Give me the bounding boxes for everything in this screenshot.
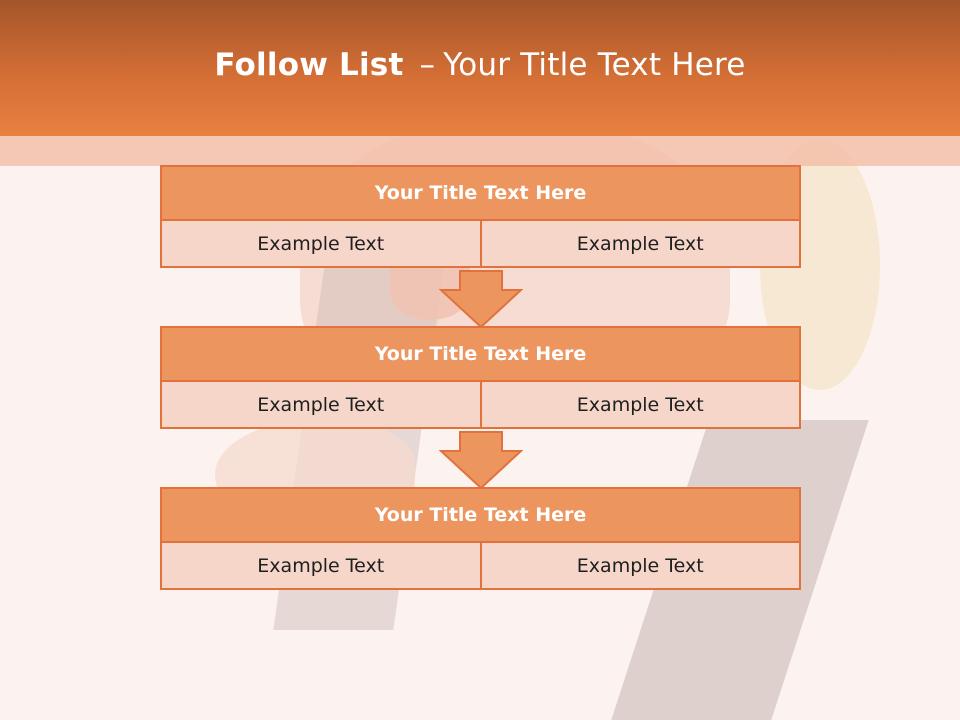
block-cell-left: Example Text [160,541,482,590]
list-block-3: Your Title Text Here Example Text Exampl… [160,487,801,590]
block-cell-right: Example Text [479,380,801,429]
block-row: Example Text Example Text [160,541,801,590]
header-strip [0,136,960,166]
block-cell-left: Example Text [160,219,482,268]
slide-title-separator: – [419,47,436,83]
block-title: Your Title Text Here [160,487,801,543]
block-row: Example Text Example Text [160,380,801,429]
slide-title: Follow List–Your Title Text Here [214,47,745,83]
slide-title-rest: Your Title Text Here [443,47,746,83]
list-block-2: Your Title Text Here Example Text Exampl… [160,326,801,429]
slide-title-bold: Follow List [214,47,404,83]
header-bar: Follow List–Your Title Text Here [0,0,960,136]
block-title: Your Title Text Here [160,326,801,382]
block-cell-right: Example Text [479,219,801,268]
down-arrow-icon [439,270,523,328]
block-cell-right: Example Text [479,541,801,590]
list-block-1: Your Title Text Here Example Text Exampl… [160,165,801,268]
down-arrow-icon [439,431,523,489]
block-row: Example Text Example Text [160,219,801,268]
block-cell-left: Example Text [160,380,482,429]
block-title: Your Title Text Here [160,165,801,221]
